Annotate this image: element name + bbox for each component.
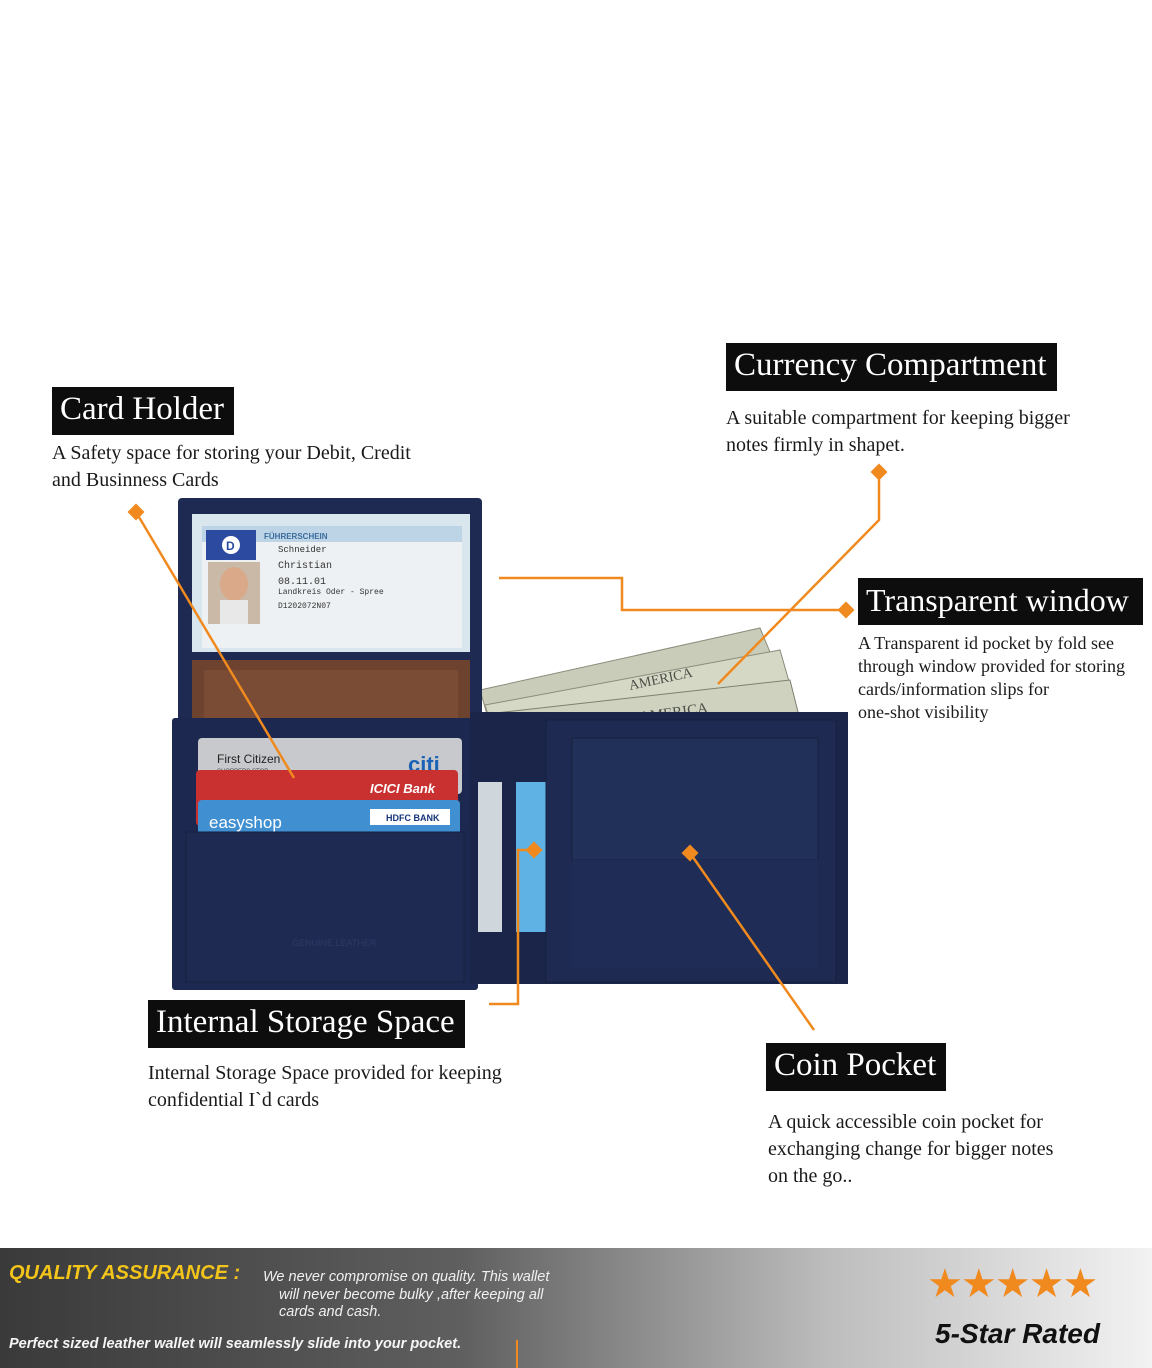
license-place: Landkreis Oder - Spree [278, 588, 384, 597]
quality-line: will never become bulky ,after keeping a… [279, 1287, 544, 1303]
card3-bank: HDFC BANK [386, 813, 440, 823]
quality-line: cards and cash. [279, 1304, 382, 1320]
license-surname: Schneider [278, 545, 327, 555]
quality-assurance-title: QUALITY ASSURANCE : [9, 1262, 241, 1284]
quality-line: We never compromise on quality. This wal… [263, 1269, 550, 1285]
coin-pocket-description: A quick accessible coin pocket for excha… [768, 1109, 1053, 1190]
id-flap: FÜHRERSCHEIN D Schneider Christian 08.11… [178, 498, 482, 738]
description-line: A quick accessible coin pocket for [768, 1111, 1043, 1133]
rating-label: 5-Star Rated [935, 1318, 1100, 1349]
coin-pocket-title: Coin Pocket [766, 1043, 947, 1091]
description-line: notes firmly in shapet. [726, 434, 905, 456]
currency-compartment-title: Currency Compartment [726, 343, 1057, 391]
description-line: and Businness Cards [52, 469, 219, 491]
card-holder-title: Card Holder [52, 387, 235, 435]
description-line: one-shot visibility [858, 702, 989, 722]
five-star-icon: ★★★★★ [927, 1261, 1098, 1307]
description-line: cards/information slips for [858, 679, 1049, 699]
slogan: Perfect sized leather wallet will seamle… [9, 1336, 462, 1352]
wallet-illustration: AMERICA AMERICA FÜHRERSCHEIN D Schneider… [127, 463, 888, 1031]
description-line: A Transparent id pocket by fold see [858, 633, 1114, 653]
card-holder-section: First Citizen SHOPPERS STOP citi ICICI B… [172, 718, 478, 990]
card1-brand: First Citizen [217, 752, 280, 766]
license-country: D [226, 539, 235, 553]
transparent-window-description: A Transparent id pocket by fold see thro… [858, 632, 1125, 724]
card3-brand: easyshop [209, 813, 282, 832]
description-line: Internal Storage Space provided for keep… [148, 1062, 502, 1084]
right-section [470, 712, 848, 984]
callout-markers [127, 463, 888, 862]
license-header: FÜHRERSCHEIN [264, 532, 328, 541]
description-line: A suitable compartment for keeping bigge… [726, 407, 1070, 429]
description-line: exchanging change for bigger notes [768, 1138, 1054, 1160]
card-holder-description: A Safety space for storing your Debit, C… [52, 440, 411, 494]
quality-banner: QUALITY ASSURANCE : We never compromise … [0, 1248, 1152, 1368]
description-line: through window provided for storing [858, 656, 1125, 676]
transparent-window-title: Transparent window [858, 578, 1143, 625]
card2-brand: ICICI Bank [370, 781, 436, 796]
description-line: A Safety space for storing your Debit, C… [52, 442, 411, 464]
license-number: D1202072N07 [278, 602, 331, 611]
description-line: confidential I`d cards [148, 1089, 320, 1111]
footer-leader-line [516, 1340, 518, 1368]
currency-compartment-description: A suitable compartment for keeping bigge… [726, 405, 1070, 459]
license-name: Christian [278, 560, 332, 572]
internal-storage-description: Internal Storage Space provided for keep… [148, 1060, 502, 1114]
internal-storage-title: Internal Storage Space [148, 1000, 465, 1048]
description-line: on the go.. [768, 1165, 853, 1187]
license-date: 08.11.01 [278, 577, 326, 588]
leather-mark: GENUINE LEATHER [292, 938, 377, 948]
